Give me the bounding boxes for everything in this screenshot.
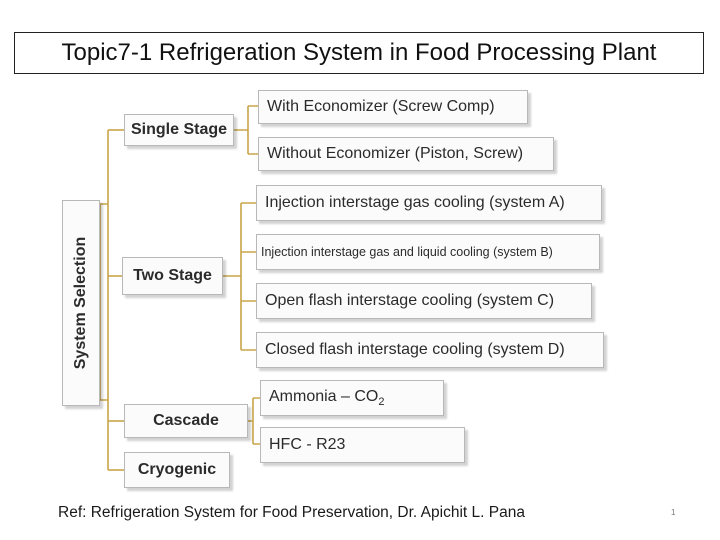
leaf-with-economizer: With Economizer (Screw Comp) (258, 90, 528, 124)
branch-cascade: Cascade (124, 404, 248, 438)
connector-two-stage-spine (223, 202, 256, 351)
connector-cascade-spine (248, 397, 260, 445)
leaf-ammonia-co2: Ammonia – CO2 (260, 380, 444, 416)
co2-subscript: 2 (378, 396, 385, 409)
leaf-system-d: Closed flash interstage cooling (system … (256, 332, 604, 368)
leaf-system-a: Injection interstage gas cooling (system… (256, 185, 602, 221)
leaf-hfc-r23: HFC - R23 (260, 427, 465, 463)
page-number: 1 (671, 508, 676, 517)
leaf-without-economizer: Without Economizer (Piston, Screw) (258, 137, 554, 171)
branch-cryogenic: Cryogenic (124, 452, 230, 488)
root-label: System Selection (72, 236, 89, 370)
branch-label: Single Stage (130, 121, 228, 138)
branch-label: Cryogenic (137, 461, 217, 478)
page-title: Topic7-1 Refrigeration System in Food Pr… (14, 32, 704, 74)
connector-single-stage-spine (234, 105, 258, 155)
leaf-label-text: Ammonia – CO (269, 387, 379, 405)
leaf-label: Closed flash interstage cooling (system … (265, 341, 565, 358)
leaf-label: Without Economizer (Piston, Screw) (267, 145, 524, 162)
leaf-label: Injection interstage gas and liquid cool… (261, 245, 553, 259)
connector-lines (99, 105, 260, 471)
leaf-label: Ammonia – CO2 (269, 388, 385, 408)
leaf-label: HFC - R23 (269, 436, 346, 453)
branch-two-stage: Two Stage (122, 257, 223, 295)
leaf-label: Open flash interstage cooling (system C) (265, 292, 555, 309)
reference-text: Ref: Refrigeration System for Food Prese… (58, 504, 525, 521)
system-selection-diagram: System Selection Single Stage Two Stage … (48, 84, 608, 496)
branch-label: Two Stage (133, 267, 212, 284)
leaf-system-c: Open flash interstage cooling (system C) (256, 283, 592, 319)
leaf-system-b: Injection interstage gas and liquid cool… (256, 234, 600, 270)
leaf-label: With Economizer (Screw Comp) (267, 98, 495, 115)
branch-single-stage: Single Stage (124, 114, 234, 146)
connector-root-trunk (99, 203, 108, 401)
leaf-label: Injection interstage gas cooling (system… (265, 194, 565, 211)
branch-label: Cascade (153, 412, 219, 429)
root-node-system-selection: System Selection (62, 200, 100, 406)
